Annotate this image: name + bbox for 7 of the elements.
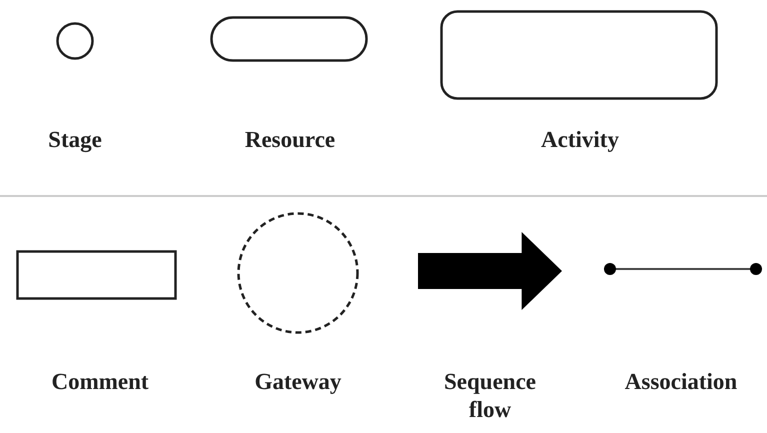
legend-label: Comment: [50, 368, 150, 396]
legend-label: Association: [624, 368, 738, 396]
legend-label: Gateway: [254, 368, 342, 396]
legend-label: Stage: [47, 126, 103, 154]
legend-label: Resource: [244, 126, 336, 154]
legend-label: Sequence flow: [443, 368, 537, 424]
legend-label: Activity: [540, 126, 620, 154]
